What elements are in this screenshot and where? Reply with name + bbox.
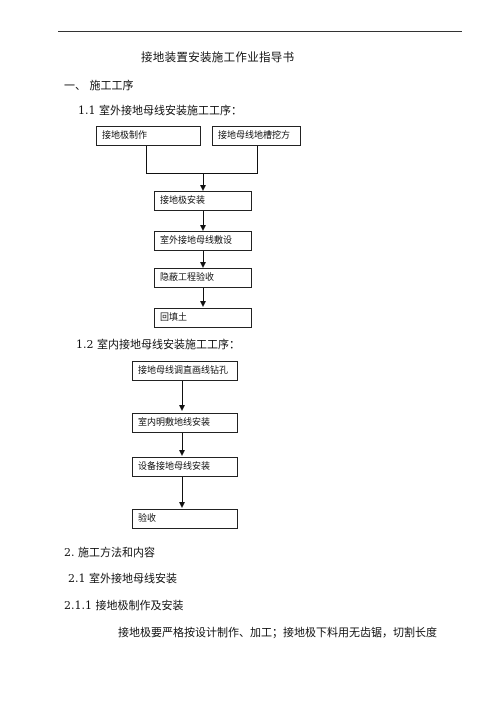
section-heading-2: 2. 施工方法和内容 <box>64 546 155 559</box>
flow-box-trench-excavation: 接地母线地槽挖方 <box>212 126 301 146</box>
connector-line <box>203 251 204 262</box>
arrow-down-icon <box>200 262 206 268</box>
connector-line <box>146 146 147 173</box>
flow-box-step-4: 回填土 <box>154 308 252 328</box>
section-heading-1: 一、 施工工序 <box>64 79 134 92</box>
connector-line <box>203 288 204 301</box>
flow-box-step-1: 接地极安装 <box>154 191 252 211</box>
subsection-heading-1-2: 1.2 室内接地母线安装施工工序： <box>76 338 240 351</box>
connector-line <box>182 433 183 450</box>
arrow-down-icon <box>179 405 185 411</box>
arrow-down-icon <box>179 502 185 508</box>
subsection-heading-2-1: 2.1 室外接地母线安装 <box>68 572 177 585</box>
header-rule <box>58 31 462 32</box>
flow-box-grounding-rod-fabrication: 接地极制作 <box>96 126 201 146</box>
page-title: 接地装置安装施工作业指导书 <box>141 50 295 64</box>
connector-line <box>257 146 258 173</box>
subsection-heading-2-1-1: 2.1.1 接地极制作及安装 <box>64 599 184 612</box>
body-paragraph: 接地极要严格按设计制作、加工；接地极下料用无齿锯，切割长度 <box>118 626 437 639</box>
connector-line <box>182 477 183 502</box>
connector-line <box>146 173 258 174</box>
arrow-down-icon <box>200 225 206 231</box>
flow-box-indoor-step-3: 设备接地母线安装 <box>132 457 238 477</box>
connector-line <box>182 381 183 405</box>
arrow-down-icon <box>200 185 206 191</box>
flow-box-indoor-step-2: 室内明敷地线安装 <box>132 413 238 433</box>
flow-box-step-3: 隐蔽工程验收 <box>154 268 252 288</box>
flow-box-step-2: 室外接地母线敷设 <box>154 231 252 251</box>
flow-box-indoor-step-1: 接地母线调直画线钻孔 <box>132 361 238 381</box>
arrow-down-icon <box>179 450 185 456</box>
arrow-down-icon <box>200 301 206 307</box>
subsection-heading-1-1: 1.1 室外接地母线安装施工工序： <box>78 104 242 117</box>
connector-line <box>203 173 204 185</box>
connector-line <box>203 211 204 225</box>
flow-box-indoor-step-4: 验收 <box>132 509 238 529</box>
